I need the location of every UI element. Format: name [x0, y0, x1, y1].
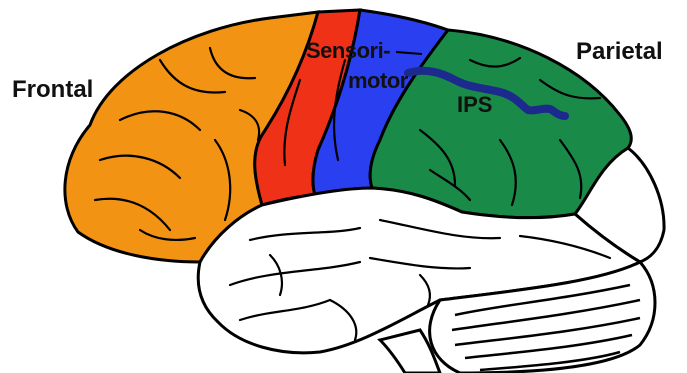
sensorimotor-label-line1: Sensori-: [306, 40, 390, 62]
ips-label: IPS: [457, 94, 492, 116]
parietal-label: Parietal: [576, 40, 663, 64]
sensorimotor-label-line2: motor: [348, 70, 408, 92]
frontal-label: Frontal: [12, 78, 93, 102]
